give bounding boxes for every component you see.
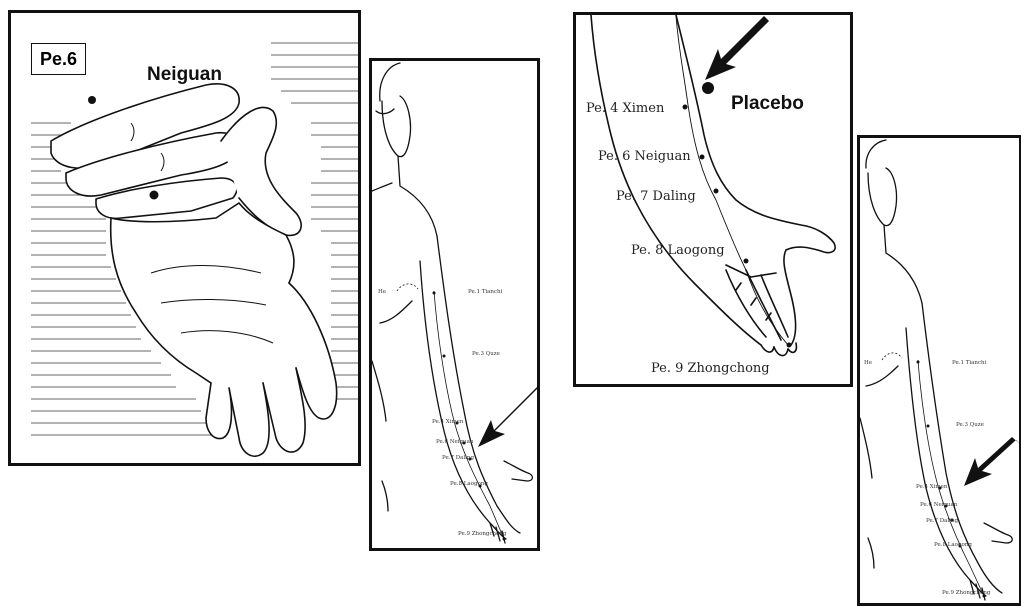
pe6-neiguan-label: Pe. 6 Neiguan [598, 149, 691, 164]
pe9-label: Pe.9 Zhongchong [942, 590, 990, 596]
pe6-label: Pe.6 Neiguan [920, 502, 957, 508]
pe1-label: Pe.1 Tianchi [952, 360, 986, 366]
panel-meridian-arm: He Pe.1 Tianchi Pe.3 Quze Pe.4 Ximen Pe.… [369, 58, 540, 551]
pe3-label: Pe.3 Quze [956, 422, 984, 428]
pe4-ximen-label: Pe. 4 Ximen [586, 101, 664, 116]
pe8-laogong-label: Pe. 8 Laogong [631, 243, 725, 258]
placebo-point-dot [702, 82, 714, 94]
panel-neiguan-hand: Pe.6 Neiguan [8, 10, 361, 466]
pe6-label: Pe.6 Neiguan [436, 439, 473, 445]
he-label: He [864, 360, 872, 366]
pe6-point-dot [88, 96, 96, 104]
pe3-label: Pe.3 Quze [472, 351, 500, 357]
pe9-zhongchong-label: Pe. 9 Zhongchong [651, 361, 770, 376]
pe4-label: Pe.4 Ximen [432, 419, 463, 425]
pe1-label: Pe.1 Tianchi [468, 289, 502, 295]
panel-meridian-arm-placebo: He Pe.1 Tianchi Pe.3 Quze Pe.4 Ximen Pe.… [857, 135, 1021, 606]
pe9-label: Pe.9 Zhongchong [458, 531, 506, 537]
he-label: He [378, 289, 386, 295]
pe7-daling-label: Pe. 7 Daling [616, 189, 696, 204]
hand-outline [51, 84, 337, 456]
pe8-label: Pe.8 Laogong [934, 542, 972, 548]
arm-meridian-illustration [372, 61, 537, 548]
neiguan-title: Neiguan [147, 64, 222, 86]
panel-placebo-forearm: Placebo Pe. 4 Ximen Pe. 6 Neiguan Pe. 7 … [573, 12, 853, 387]
pe8-label: Pe.8 Laogong [450, 481, 488, 487]
pe6-label-box: Pe.6 [31, 43, 86, 75]
pe7-label: Pe.7 Daling [442, 455, 474, 461]
arm-meridian-illustration-2 [860, 138, 1019, 603]
pe7-label: Pe.7 Daling [926, 518, 958, 524]
pe4-label: Pe.4 Ximen [916, 484, 947, 490]
neiguan-point-dot [150, 191, 159, 200]
placebo-label: Placebo [731, 93, 804, 115]
